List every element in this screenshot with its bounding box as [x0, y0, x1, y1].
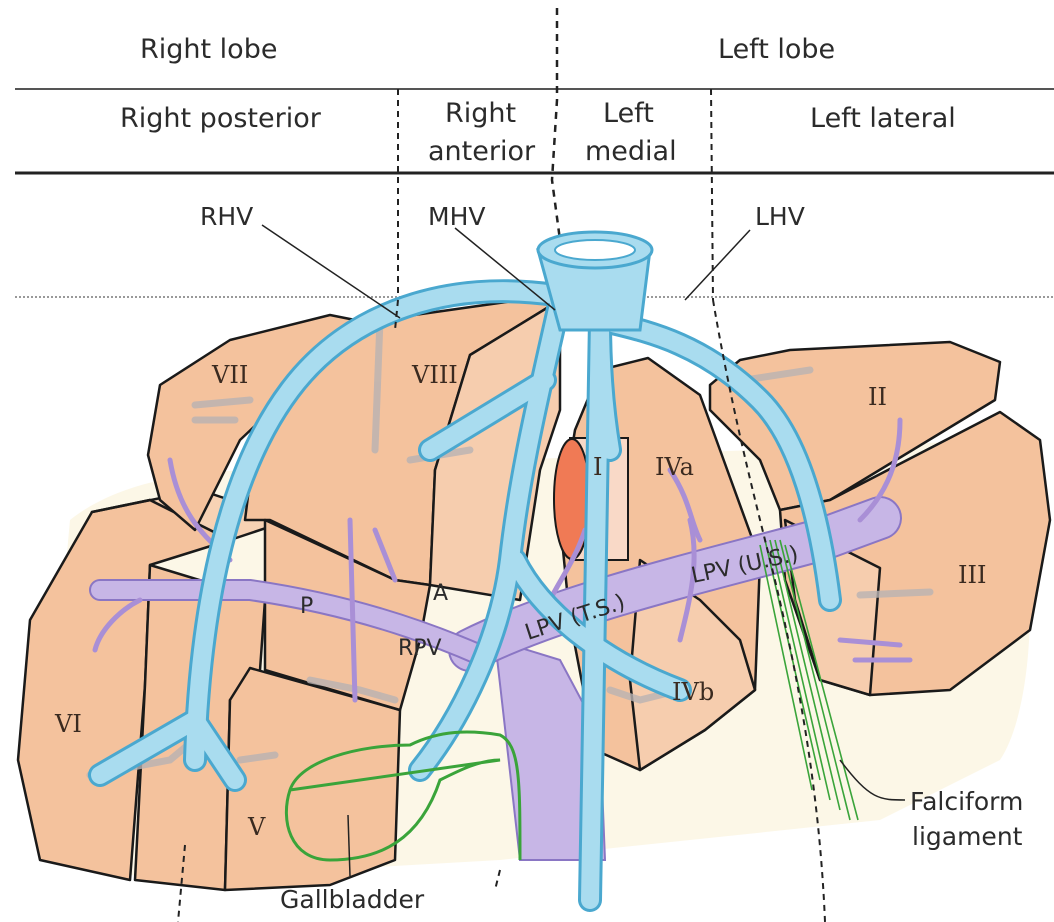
segment-iii-label: III	[958, 561, 986, 589]
falciform-label-1: Falciform	[910, 787, 1023, 816]
rhv-label: RHV	[200, 202, 253, 231]
segment-vi-label: VI	[54, 710, 82, 738]
gallbladder-label: Gallbladder	[280, 885, 425, 914]
lhv-label: LHV	[755, 202, 805, 231]
right-lobe-label: Right lobe	[140, 34, 277, 65]
left-lobe-label: Left lobe	[718, 34, 835, 65]
rpv-label: RPV	[398, 636, 442, 661]
cantlie-line	[552, 8, 560, 240]
segment-iva-label: IVa	[655, 453, 694, 481]
left-lateral-label: Left lateral	[810, 103, 956, 134]
segment-viii-label: VIII	[411, 361, 458, 389]
mhv-label: MHV	[428, 202, 485, 231]
left-medial-label-2: medial	[585, 136, 677, 167]
falciform-label-2: ligament	[912, 822, 1023, 851]
portal-a-label: A	[433, 581, 448, 606]
segment-i-label: I	[593, 453, 602, 481]
right-posterior-label: Right posterior	[120, 103, 322, 134]
right-anterior-label-2: anterior	[428, 136, 536, 167]
right-anterior-label-1: Right	[445, 98, 516, 129]
segment-ivb-label: IVb	[672, 678, 714, 706]
segment-ii-label: II	[868, 383, 887, 411]
lhv-leader	[685, 230, 750, 300]
rhv-leader	[262, 225, 400, 318]
left-sectional-line	[711, 89, 713, 300]
ivc-lumen	[555, 240, 635, 260]
left-medial-label-1: Left	[603, 98, 654, 129]
portal-p-label: P	[300, 594, 313, 619]
segment-vii-label: VII	[211, 361, 248, 389]
segment-v-label: V	[247, 813, 266, 841]
